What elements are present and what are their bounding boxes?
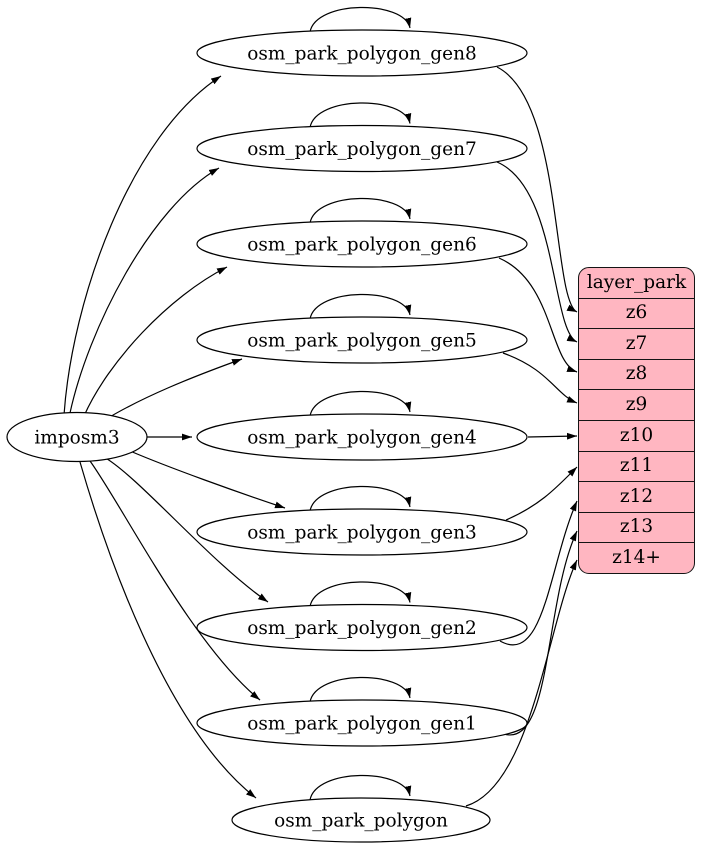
imposm3-label: imposm3 — [34, 428, 119, 449]
gen3-label: osm_park_polygon_gen3 — [247, 523, 477, 544]
layer-park-header: layer_park — [586, 271, 687, 293]
edge-gen3-to-z11 — [505, 466, 578, 521]
gen4-ellipse — [196, 413, 528, 461]
edge-osm-park-polygon-to-z14 — [465, 559, 578, 807]
table-row-z9: z9 — [579, 389, 694, 420]
osm-park-polygon-label: osm_park_polygon — [274, 811, 448, 832]
imposm3-ellipse — [6, 411, 148, 463]
table-row-z7: z7 — [579, 328, 694, 359]
edge-imposm3-to-gen6 — [83, 266, 228, 417]
edge-imposm3-to-gen8 — [63, 75, 222, 416]
edge-imposm3-to-gen5 — [102, 358, 243, 422]
self-loop-gen8 — [309, 6, 412, 33]
self-loop-gen6 — [309, 197, 412, 224]
edge-imposm3-to-gen7 — [69, 167, 220, 414]
edge-imposm3-to-osm-park-polygon — [79, 461, 257, 799]
edge-gen8-to-z6 — [496, 66, 578, 313]
self-loops — [309, 6, 412, 801]
node-osm-park-polygon-gen7: osm_park_polygon_gen7 — [196, 124, 528, 173]
gen7-label: osm_park_polygon_gen7 — [247, 139, 477, 160]
edge-imposm3-to-gen1 — [89, 460, 261, 701]
gen1-ellipse — [196, 699, 528, 747]
self-loop-gen2 — [309, 581, 412, 607]
gen1-label: osm_park_polygon_gen1 — [247, 714, 477, 735]
table-row-z8: z8 — [579, 358, 694, 390]
table-layer-park: layer_park z6 z7 z8 z9 z10 z11 z12 z13 z… — [578, 267, 695, 574]
table-row-z11: z11 — [579, 450, 694, 482]
node-osm-park-polygon-gen4: osm_park_polygon_gen4 — [196, 413, 528, 461]
node-osm-park-polygon-gen6: osm_park_polygon_gen6 — [196, 220, 528, 268]
table-row-z10: z10 — [579, 419, 694, 451]
table-row-z13: z13 — [579, 511, 694, 543]
edge-gen5-to-z9 — [502, 352, 578, 404]
edge-imposm3-to-gen3 — [129, 450, 286, 509]
edge-gen2-to-z12 — [499, 500, 578, 646]
gen6-label: osm_park_polygon_gen6 — [247, 235, 477, 256]
node-osm-park-polygon-gen1: osm_park_polygon_gen1 — [196, 699, 528, 747]
gen2-label: osm_park_polygon_gen2 — [247, 618, 477, 639]
edge-gen1-to-z13 — [503, 530, 578, 736]
gen3-ellipse — [196, 508, 528, 556]
node-osm-park-polygon: osm_park_polygon — [231, 797, 491, 843]
gen8-ellipse — [196, 29, 528, 77]
edge-gen4-to-z10 — [527, 432, 578, 440]
node-osm-park-polygon-gen3: osm_park_polygon_gen3 — [196, 508, 528, 556]
edges-to-layer-park — [465, 66, 578, 807]
osm-park-polygon-ellipse — [231, 797, 491, 843]
table-row-z6: z6 — [579, 297, 694, 329]
edge-imposm3-to-gen2 — [103, 456, 269, 603]
self-loop-osm-park-polygon — [309, 774, 412, 801]
table-row-z12: z12 — [579, 481, 694, 512]
edges-imposm3 — [63, 75, 286, 799]
gen5-label: osm_park_polygon_gen5 — [247, 331, 477, 352]
gen4-label: osm_park_polygon_gen4 — [247, 428, 477, 449]
gen5-ellipse — [196, 316, 528, 364]
gen7-ellipse — [196, 124, 528, 173]
edge-gen6-to-z8 — [498, 257, 578, 373]
node-osm-park-polygon-gen2: osm_park_polygon_gen2 — [196, 603, 528, 652]
gen8-label: osm_park_polygon_gen8 — [247, 44, 477, 65]
self-loop-gen5 — [309, 293, 412, 320]
node-imposm3: imposm3 — [6, 411, 148, 463]
self-loop-gen7 — [309, 102, 412, 128]
node-osm-park-polygon-gen8: osm_park_polygon_gen8 — [196, 29, 528, 77]
node-osm-park-polygon-gen5: osm_park_polygon_gen5 — [196, 316, 528, 364]
gen6-ellipse — [196, 220, 528, 268]
table-row-z14: z14+ — [579, 542, 694, 573]
self-loop-gen1 — [309, 676, 412, 703]
gen2-ellipse — [196, 603, 528, 652]
edge-gen7-to-z7 — [496, 161, 578, 343]
self-loop-gen4 — [309, 390, 412, 417]
self-loop-gen3 — [309, 485, 412, 512]
